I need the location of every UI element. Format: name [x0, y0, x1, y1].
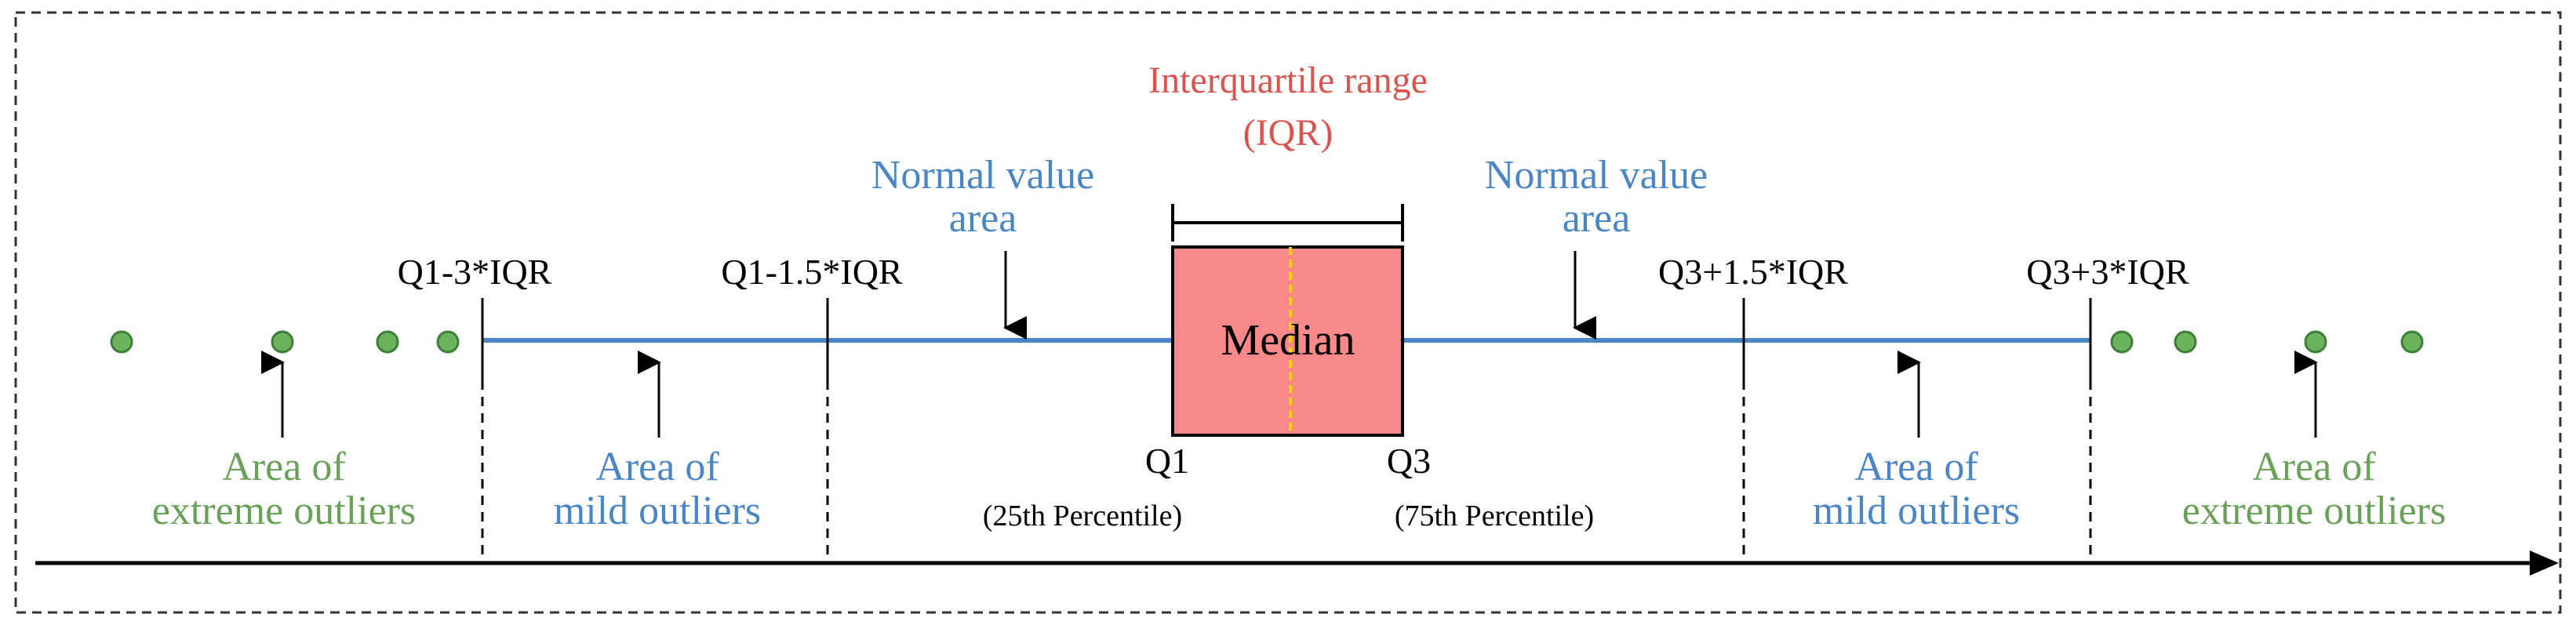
label-q3-plus-3: Q3+3*IQR [2026, 252, 2189, 292]
iqr-bracket [1171, 204, 1404, 242]
arrows [261, 251, 2318, 438]
mild-right-line1: Area of [1854, 445, 1978, 489]
mild-left-line2: mild outliers [554, 489, 761, 533]
dashed-frame [14, 11, 2562, 614]
outlier-dot [376, 330, 399, 354]
outlier-dot [271, 330, 294, 354]
mild-right-line2: mild outliers [1813, 489, 2020, 533]
outlier-dots-right [2110, 330, 2424, 354]
extreme-left-line1: Area of [222, 445, 346, 489]
iqr-title-line1: Interquartile range [1148, 60, 1428, 101]
median-label: Median [1221, 316, 1355, 365]
extreme-right-line2: extreme outliers [2182, 489, 2446, 533]
extreme-left-line2: extreme outliers [152, 489, 416, 533]
q1-label: Q1 [1145, 441, 1189, 481]
outlier-dot [110, 330, 133, 354]
q1-percentile-label: (25th Percentile) [983, 500, 1182, 532]
iqr-box [1171, 245, 1404, 437]
outlier-dots-left [110, 330, 460, 354]
axis-arrowhead [2530, 551, 2559, 576]
outlier-dot [2110, 330, 2134, 354]
outlier-dot [2304, 330, 2327, 354]
q3-label: Q3 [1387, 441, 1431, 481]
label-q1-minus-1-5: Q1-1.5*IQR [721, 252, 903, 292]
normal-left-line1: Normal value [871, 153, 1094, 198]
outlier-dot [2400, 330, 2424, 354]
label-q3-plus-1-5: Q3+1.5*IQR [1658, 252, 1848, 292]
extreme-right-line1: Area of [2252, 445, 2376, 489]
normal-right-line2: area [1563, 196, 1631, 241]
iqr-title-line2: (IQR) [1243, 112, 1333, 154]
normal-right-line1: Normal value [1485, 153, 1708, 198]
q3-percentile-label: (75th Percentile) [1395, 500, 1594, 532]
outlier-dot [2174, 330, 2197, 354]
outlier-dot [436, 330, 460, 354]
label-q1-minus-3: Q1-3*IQR [398, 252, 552, 292]
normal-left-line2: area [949, 196, 1017, 241]
mild-left-line1: Area of [595, 445, 719, 489]
